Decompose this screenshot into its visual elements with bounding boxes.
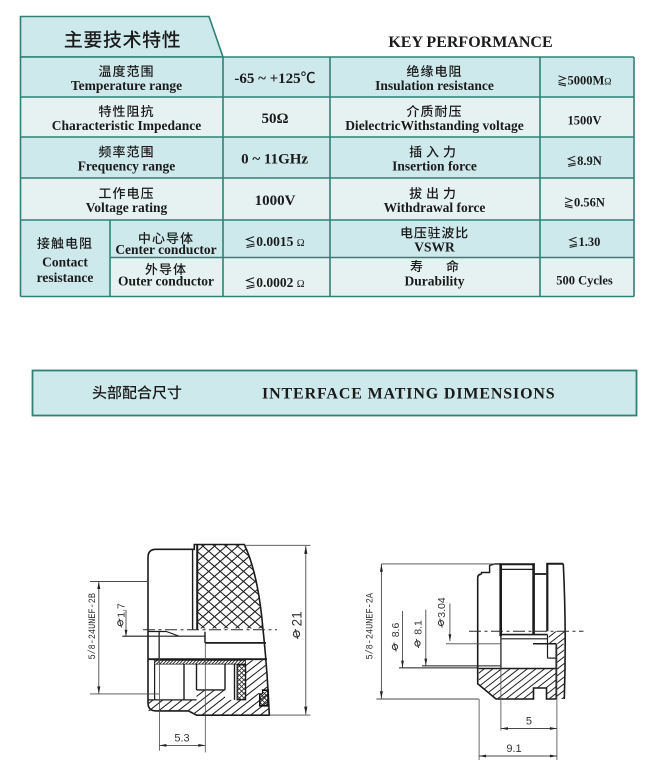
svg-text:Voltage rating: Voltage rating	[86, 200, 168, 215]
svg-text:500 Cycles: 500 Cycles	[556, 274, 613, 288]
svg-text:Insertion force: Insertion force	[392, 159, 477, 174]
svg-text:Ω: Ω	[604, 77, 611, 88]
svg-text:0.56N: 0.56N	[574, 196, 605, 210]
svg-text:Durability: Durability	[404, 274, 464, 289]
svg-text:-65 ~ +125: -65 ~ +125	[234, 71, 300, 87]
svg-text:Center conductor: Center conductor	[115, 242, 216, 257]
svg-text:Ω: Ω	[297, 238, 305, 249]
svg-text:Insulation resistance: Insulation resistance	[375, 78, 494, 93]
svg-text:Frequency range: Frequency range	[78, 159, 176, 174]
svg-text:Temperature range: Temperature range	[71, 78, 182, 93]
svg-text:VSWR: VSWR	[414, 240, 455, 255]
svg-text:9.1: 9.1	[506, 743, 521, 755]
svg-text:8.9N: 8.9N	[577, 154, 602, 168]
svg-text:8.6: 8.6	[390, 623, 402, 638]
svg-text:5.3: 5.3	[174, 733, 189, 745]
svg-text:3.04: 3.04	[436, 597, 448, 618]
svg-text:Ω: Ω	[297, 279, 305, 290]
svg-text:0.0015: 0.0015	[256, 234, 293, 249]
svg-text:Outer conductor: Outer conductor	[118, 274, 214, 289]
svg-text:8.1: 8.1	[413, 620, 425, 635]
svg-text:1.7: 1.7	[115, 603, 127, 618]
svg-text:0.0002: 0.0002	[256, 275, 293, 290]
svg-text:50Ω: 50Ω	[261, 111, 288, 127]
svg-text:1.30: 1.30	[579, 235, 601, 249]
svg-text:resistance: resistance	[37, 270, 94, 285]
svg-text:INTERFACE MATING DIMENSIONS: INTERFACE MATING DIMENSIONS	[262, 386, 556, 403]
svg-text:1500V: 1500V	[567, 114, 601, 128]
svg-text:5: 5	[526, 716, 532, 728]
svg-text:Characteristic Impedance: Characteristic Impedance	[52, 118, 202, 133]
svg-text:21: 21	[289, 611, 304, 626]
svg-text:1000V: 1000V	[255, 193, 296, 209]
svg-text:5000M: 5000M	[567, 74, 604, 88]
svg-text:0 ~ 11GHz: 0 ~ 11GHz	[241, 152, 308, 168]
svg-text:KEY PERFORMANCE: KEY PERFORMANCE	[388, 34, 552, 51]
svg-text:Withdrawal force: Withdrawal force	[384, 200, 486, 215]
svg-text:5/8-24UNEF-2A: 5/8-24UNEF-2A	[365, 592, 377, 659]
svg-text:DielectricWithstanding voltage: DielectricWithstanding voltage	[345, 118, 524, 133]
svg-text:Contact: Contact	[42, 255, 88, 270]
svg-text:5/8-24UNEF-2B: 5/8-24UNEF-2B	[87, 593, 99, 660]
